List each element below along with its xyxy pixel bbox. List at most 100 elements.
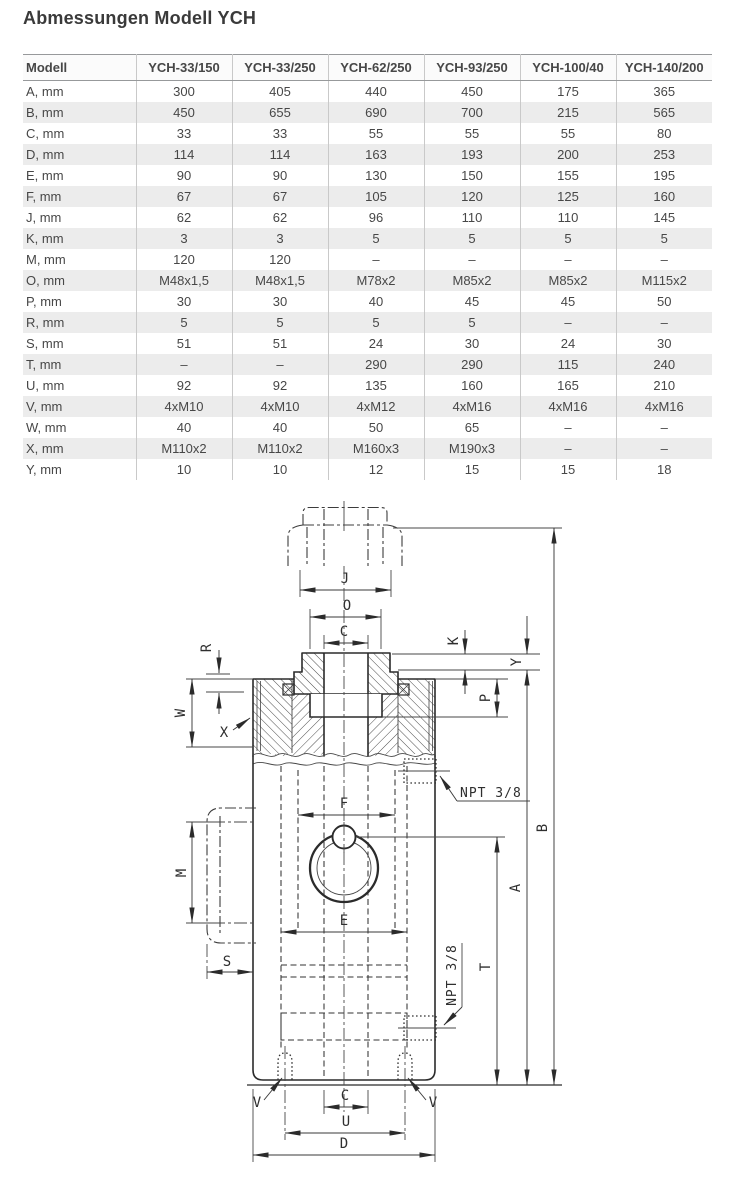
row-label: K, mm xyxy=(26,231,64,246)
cell: 160 xyxy=(423,375,520,396)
cell: 5 xyxy=(519,228,616,249)
row-label: X, mm xyxy=(26,441,64,456)
cell: M48x1,5 xyxy=(231,270,328,291)
cell: 50 xyxy=(615,291,712,312)
row-label: Y, mm xyxy=(26,462,62,477)
row-label: S, mm xyxy=(26,336,64,351)
cell: 90 xyxy=(231,165,328,186)
cell: 40 xyxy=(327,291,424,312)
column-header: Modell xyxy=(23,54,136,81)
cell: 160 xyxy=(615,186,712,207)
cell: 51 xyxy=(231,333,328,354)
dim-label-r: R xyxy=(199,643,215,652)
cell: 565 xyxy=(615,102,712,123)
cell: 5 xyxy=(327,228,424,249)
cell: 5 xyxy=(231,312,328,333)
dim-label-f: F xyxy=(340,796,348,812)
cell: M48x1,5 xyxy=(135,270,232,291)
npt-label-top: NPT 3/8 xyxy=(460,786,522,801)
row-label: E, mm xyxy=(26,168,64,183)
cell: 50 xyxy=(327,417,424,438)
cell: 175 xyxy=(519,80,616,102)
row-label: F, mm xyxy=(26,189,62,204)
cell: 4xM10 xyxy=(231,396,328,417)
dim-label-a: A xyxy=(508,883,524,892)
cell: 150 xyxy=(423,165,520,186)
cell: M110x2 xyxy=(231,438,328,459)
row-label: R, mm xyxy=(26,315,65,330)
seal-ring-right xyxy=(397,683,410,696)
mounting-holes xyxy=(277,1046,413,1140)
cell: 55 xyxy=(519,123,616,144)
page-title: Abmessungen Modell YCH xyxy=(23,8,257,28)
dim-label-o: O xyxy=(343,598,351,614)
cell: 114 xyxy=(231,144,328,165)
cell: 45 xyxy=(423,291,520,312)
cell: – xyxy=(519,417,616,438)
cell: – xyxy=(615,438,712,459)
technical-drawing: J O C xyxy=(173,501,562,1162)
column-header: YCH-140/200 xyxy=(615,54,712,81)
row-label: V, mm xyxy=(26,399,63,414)
cell: 90 xyxy=(135,165,232,186)
cell: 67 xyxy=(135,186,232,207)
dim-label-m: M xyxy=(174,869,190,877)
npt-port-bottom: NPT 3/8 xyxy=(398,943,463,1041)
row-label: M, mm xyxy=(26,252,66,267)
dim-label-y: Y xyxy=(509,657,525,666)
cell: 18 xyxy=(615,459,712,480)
cell: 193 xyxy=(423,144,520,165)
cell: 4xM16 xyxy=(423,396,520,417)
cell: 253 xyxy=(615,144,712,165)
cell: M190x3 xyxy=(423,438,520,459)
cell: 200 xyxy=(519,144,616,165)
cell: 45 xyxy=(519,291,616,312)
cell: 210 xyxy=(615,375,712,396)
npt-label-bottom: NPT 3/8 xyxy=(445,944,460,1006)
cell: 24 xyxy=(519,333,616,354)
cell: 65 xyxy=(423,417,520,438)
cell: 3 xyxy=(231,228,328,249)
cell: 130 xyxy=(327,165,424,186)
cell: 55 xyxy=(423,123,520,144)
cell: 120 xyxy=(135,249,232,270)
row-label: P, mm xyxy=(26,294,62,309)
cell: 290 xyxy=(327,354,424,375)
cell: 163 xyxy=(327,144,424,165)
cell: – xyxy=(615,417,712,438)
cell: 240 xyxy=(615,354,712,375)
cell: 30 xyxy=(615,333,712,354)
dim-label-e: E xyxy=(340,913,348,929)
row-label: W, mm xyxy=(26,420,67,435)
cell: 135 xyxy=(327,375,424,396)
cell: 115 xyxy=(519,354,616,375)
cell: M115x2 xyxy=(615,270,712,291)
dim-label-t: T xyxy=(478,962,494,971)
dim-label-s: S xyxy=(223,954,231,970)
cell: 92 xyxy=(135,375,232,396)
cell: – xyxy=(327,249,424,270)
row-label: U, mm xyxy=(26,378,65,393)
cell: 5 xyxy=(135,312,232,333)
row-label: A, mm xyxy=(26,84,64,99)
cell: 5 xyxy=(423,312,520,333)
cell: 440 xyxy=(327,80,424,102)
dim-label-d: D xyxy=(340,1136,348,1152)
cell: 110 xyxy=(519,207,616,228)
row-label: J, mm xyxy=(26,210,62,225)
cell: 15 xyxy=(519,459,616,480)
dim-label-w: W xyxy=(173,708,189,717)
npt-port-top: NPT 3/8 xyxy=(398,758,530,802)
cell: – xyxy=(519,312,616,333)
dim-label-v-left: V xyxy=(253,1095,262,1111)
cell: 12 xyxy=(327,459,424,480)
cell: 365 xyxy=(615,80,712,102)
cell: 30 xyxy=(423,333,520,354)
